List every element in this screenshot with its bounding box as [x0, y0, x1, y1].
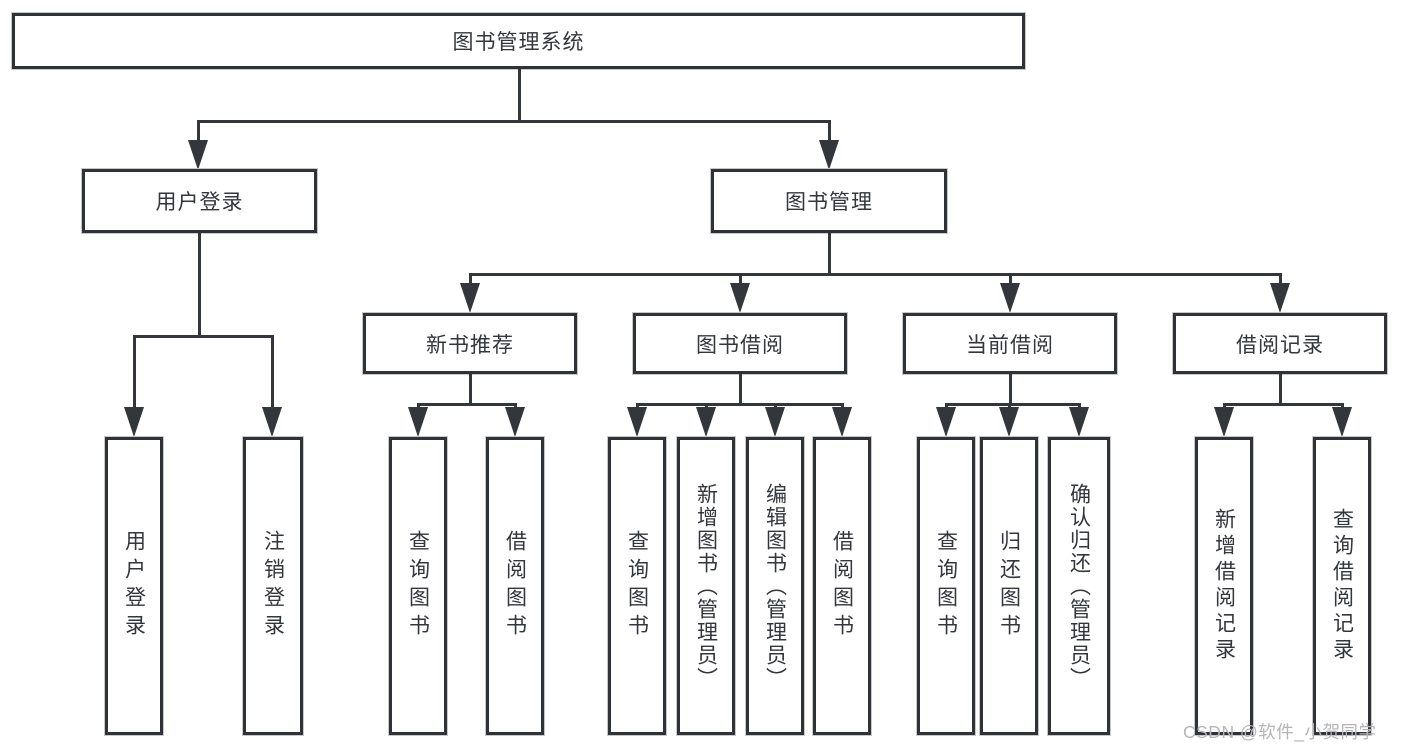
connector-drop	[133, 335, 136, 407]
connector-stem	[1009, 374, 1012, 406]
connector-drop	[1279, 273, 1282, 285]
connector-branch	[636, 403, 843, 406]
leaf-label: 查询图书	[934, 530, 958, 642]
arrowhead-down	[1214, 407, 1234, 437]
connector-drop	[1009, 273, 1012, 285]
leaf-label: 查询图书	[406, 530, 430, 642]
node-book-management: 图书管理	[711, 169, 947, 233]
arrowhead-down	[188, 140, 208, 170]
connector-drop	[514, 403, 517, 409]
node-book-borrowing: 图书借阅	[633, 313, 847, 374]
node-cb-confirm-return-admin: 确认归还（管理员）	[1048, 437, 1110, 735]
connector-level3-branch	[469, 273, 1282, 276]
arrowhead-down	[819, 140, 839, 170]
leaf-label: 查询图书	[625, 530, 649, 642]
leaf-label: 确认归还（管理员）	[1067, 482, 1091, 690]
arrowhead-down	[460, 283, 480, 313]
node-br-query-record: 查询借阅记录	[1313, 437, 1371, 735]
node-bb-add-books-admin: 新增图书（管理员）	[677, 437, 735, 735]
node-bb-edit-books-admin: 编辑图书（管理员）	[746, 437, 804, 735]
node-nb-query-books: 查询图书	[389, 437, 447, 735]
arrowhead-down	[627, 407, 647, 437]
arrowhead-down	[999, 407, 1019, 437]
arrowhead-down	[124, 407, 144, 437]
connector-drop	[636, 403, 639, 409]
leaf-label: 查询借阅记录	[1330, 508, 1354, 664]
arrowhead-down	[505, 407, 525, 437]
arrowhead-down	[765, 407, 785, 437]
arrowhead-down	[832, 407, 852, 437]
connector-drop	[1341, 403, 1344, 409]
arrowhead-down	[730, 283, 750, 313]
connector-drop	[1078, 403, 1081, 409]
node-nb-borrow-books: 借阅图书	[486, 437, 544, 735]
node-borrowing-records: 借阅记录	[1173, 313, 1387, 374]
connector-branch	[945, 403, 1081, 406]
arrowhead-down	[696, 407, 716, 437]
connector-stem	[1279, 374, 1282, 406]
node-current-borrowing: 当前借阅	[903, 313, 1117, 374]
connector-drop	[705, 403, 708, 409]
leaf-label: 借阅图书	[503, 530, 527, 642]
arrowhead-down	[408, 407, 428, 437]
connector-drop	[197, 120, 200, 142]
leaf-label: 新增借阅记录	[1212, 508, 1236, 664]
arrowhead-down	[262, 407, 282, 437]
node-root: 图书管理系统	[12, 13, 1025, 69]
connector-drop	[469, 273, 472, 285]
arrowhead-down	[1270, 283, 1290, 313]
connector-drop	[945, 403, 948, 409]
connector-root-stem	[518, 69, 521, 120]
connector-level2-branch	[197, 120, 831, 123]
connector-drop	[774, 403, 777, 409]
node-br-add-record: 新增借阅记录	[1195, 437, 1253, 735]
connector-book-management-stem	[828, 233, 831, 275]
arrowhead-down	[1000, 283, 1020, 313]
connector-drop	[828, 120, 831, 142]
arrowhead-down	[1332, 407, 1352, 437]
node-bb-borrow-books: 借阅图书	[813, 437, 871, 735]
leaf-label: 新增图书（管理员）	[694, 482, 718, 690]
connector-drop	[1008, 403, 1011, 409]
node-logout-leaf: 注销登录	[243, 437, 303, 735]
node-cb-return-books: 归还图书	[980, 437, 1038, 735]
leaf-label: 归还图书	[997, 530, 1021, 642]
leaf-label: 借阅图书	[830, 530, 854, 642]
leaf-label: 编辑图书（管理员）	[763, 482, 787, 690]
connector-user-login-stem	[198, 233, 201, 335]
connector-stem	[469, 374, 472, 406]
arrowhead-down	[1069, 407, 1089, 437]
connector-drop	[417, 403, 420, 409]
connector-drop	[1223, 403, 1226, 409]
connector-branch	[417, 403, 517, 406]
connector-drop	[739, 273, 742, 285]
connector-stem	[739, 374, 742, 406]
node-user-login-leaf: 用户登录	[105, 437, 163, 735]
connector-drop	[841, 403, 844, 409]
connector-drop	[271, 335, 274, 407]
leaf-label: 用户登录	[122, 530, 146, 642]
node-cb-query-books: 查询图书	[917, 437, 975, 735]
watermark: CSDN @软件_小贺同学	[1183, 722, 1377, 742]
node-user-login: 用户登录	[82, 169, 317, 233]
connector-branch	[1223, 403, 1344, 406]
arrowhead-down	[936, 407, 956, 437]
connector-user-login-branch	[133, 335, 274, 338]
node-new-book-recommendation: 新书推荐	[363, 313, 577, 374]
node-bb-query-books: 查询图书	[608, 437, 666, 735]
leaf-label: 注销登录	[261, 530, 285, 642]
